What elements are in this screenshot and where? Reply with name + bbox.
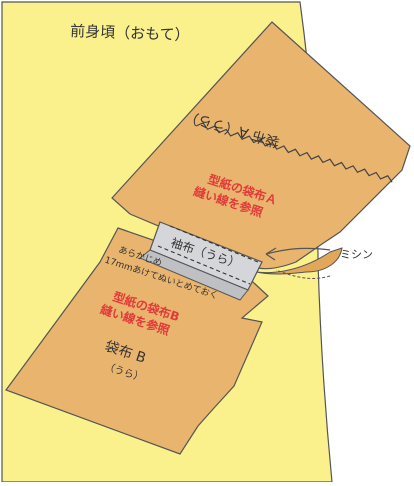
pocket-a: 袋布 A（うら） <box>111 21 411 275</box>
facing-fabric: 袖布（うら） <box>139 221 263 301</box>
mishin-callout: ミシン <box>265 247 373 279</box>
zigzag-seam <box>195 122 393 183</box>
front-body-label: 前身頃（おもて） <box>70 22 190 44</box>
mishin-label: ミシン <box>340 248 373 261</box>
